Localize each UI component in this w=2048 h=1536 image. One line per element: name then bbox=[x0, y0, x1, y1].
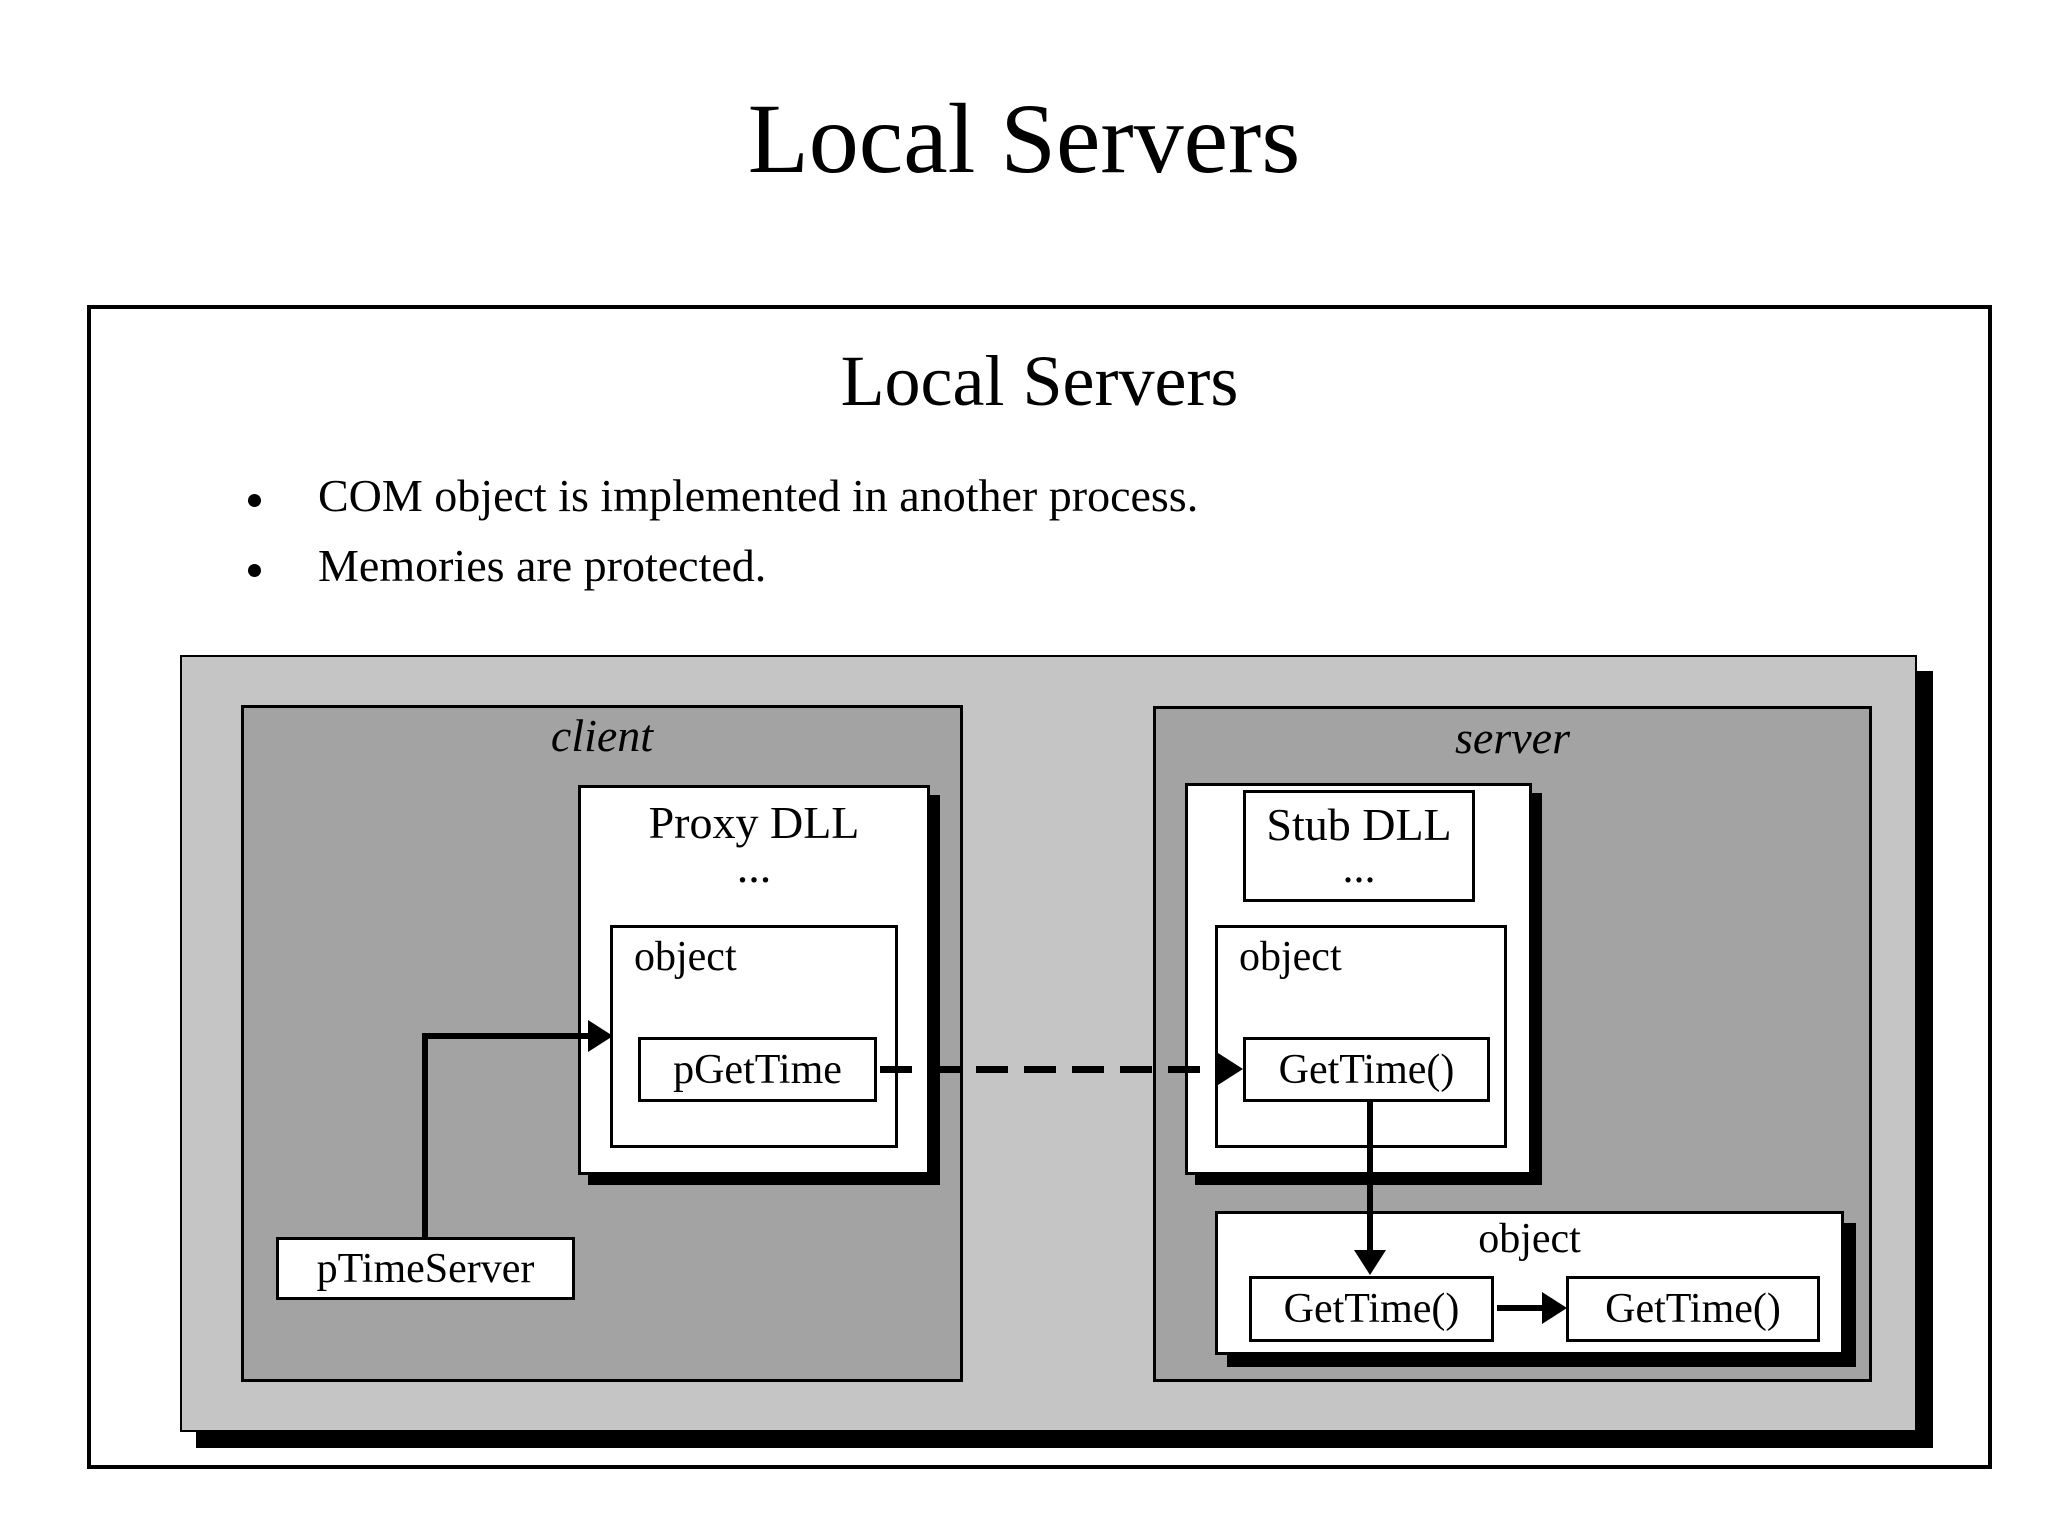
proxy-to-stub-arrowhead-icon bbox=[1218, 1053, 1243, 1085]
bullet-dot bbox=[248, 494, 261, 507]
bullet-item: COM object is implemented in another pro… bbox=[318, 470, 1199, 521]
server-object-label: object bbox=[1239, 934, 1342, 980]
ptimeserver-arrow-vertical-line bbox=[422, 1039, 428, 1237]
proxy-dll-ellipsis: ... bbox=[736, 841, 772, 892]
bullet-item: Memories are protected. bbox=[318, 540, 767, 591]
stub-dll-ellipsis: ... bbox=[1342, 843, 1376, 892]
gettime-to-gettime-arrowhead-icon bbox=[1542, 1292, 1567, 1324]
gettime-box: GetTime() bbox=[1243, 1037, 1490, 1102]
proxy-dll-title: Proxy DLL bbox=[648, 797, 860, 848]
proxy-to-stub-dashed-line bbox=[880, 1066, 1218, 1073]
stub-dll-title: Stub DLL bbox=[1266, 799, 1452, 850]
lower-gettime-box-1: GetTime() bbox=[1249, 1276, 1494, 1342]
bullet-dot bbox=[248, 564, 261, 577]
gettime-down-arrowhead-icon bbox=[1354, 1250, 1386, 1275]
lower-gettime-box-2: GetTime() bbox=[1566, 1276, 1820, 1342]
ptimeserver-box: pTimeServer bbox=[276, 1237, 575, 1300]
client-label: client bbox=[550, 710, 654, 761]
pgettime-box: pGetTime bbox=[638, 1037, 877, 1102]
page-title: Local Servers bbox=[747, 83, 1301, 194]
gettime-down-arrow-line bbox=[1367, 1102, 1373, 1250]
server-label: server bbox=[1455, 712, 1570, 763]
stub-dll-box bbox=[1243, 790, 1475, 902]
client-object-label: object bbox=[634, 934, 737, 980]
lower-object-label: object bbox=[1478, 1216, 1581, 1262]
gettime-to-gettime-arrow-line bbox=[1497, 1305, 1542, 1311]
slide-heading: Local Servers bbox=[840, 341, 1239, 421]
ptimeserver-arrow-horizontal-line bbox=[422, 1033, 588, 1039]
server-object-box bbox=[1215, 925, 1507, 1148]
ptimeserver-arrowhead-icon bbox=[588, 1020, 613, 1052]
